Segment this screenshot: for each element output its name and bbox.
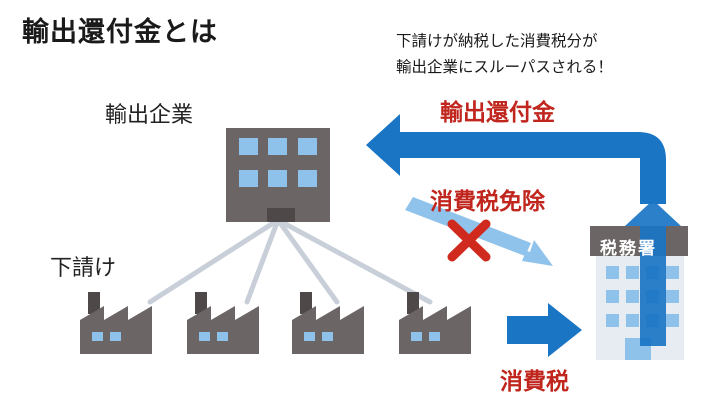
office-building-icon	[226, 128, 330, 222]
exporter-label: 輸出企業	[105, 103, 194, 128]
connection-lines	[147, 217, 433, 305]
connection-line	[275, 217, 340, 305]
note-line: 輸出企業にスルーパスされる！	[396, 58, 613, 76]
cross-mark-icon	[447, 219, 491, 262]
consumption-tax-arrow	[507, 303, 582, 357]
explanation-note: 下請けが納税した消費税分が 輸出企業にスルーパスされる！	[396, 28, 613, 80]
consumption-tax-label: 消費税	[500, 369, 569, 395]
factory-icon	[80, 292, 152, 354]
factory-icon	[187, 292, 259, 354]
factory-icon	[292, 292, 364, 354]
subcontractor-label: 下請け	[50, 256, 117, 281]
tax-office-label: 税務署	[600, 239, 657, 259]
connection-line	[244, 217, 281, 305]
page-title: 輸出還付金とは	[22, 17, 218, 48]
exempt-arrow	[405, 197, 553, 266]
refund-label: 輸出還付金	[440, 100, 555, 126]
factory-icon	[399, 292, 471, 354]
tax-exempt-label: 消費税免除	[430, 189, 545, 215]
note-line: 下請けが納税した消費税分が	[396, 32, 598, 50]
connection-line	[147, 217, 281, 305]
refund-arrow	[366, 114, 681, 346]
connection-line	[275, 217, 433, 305]
